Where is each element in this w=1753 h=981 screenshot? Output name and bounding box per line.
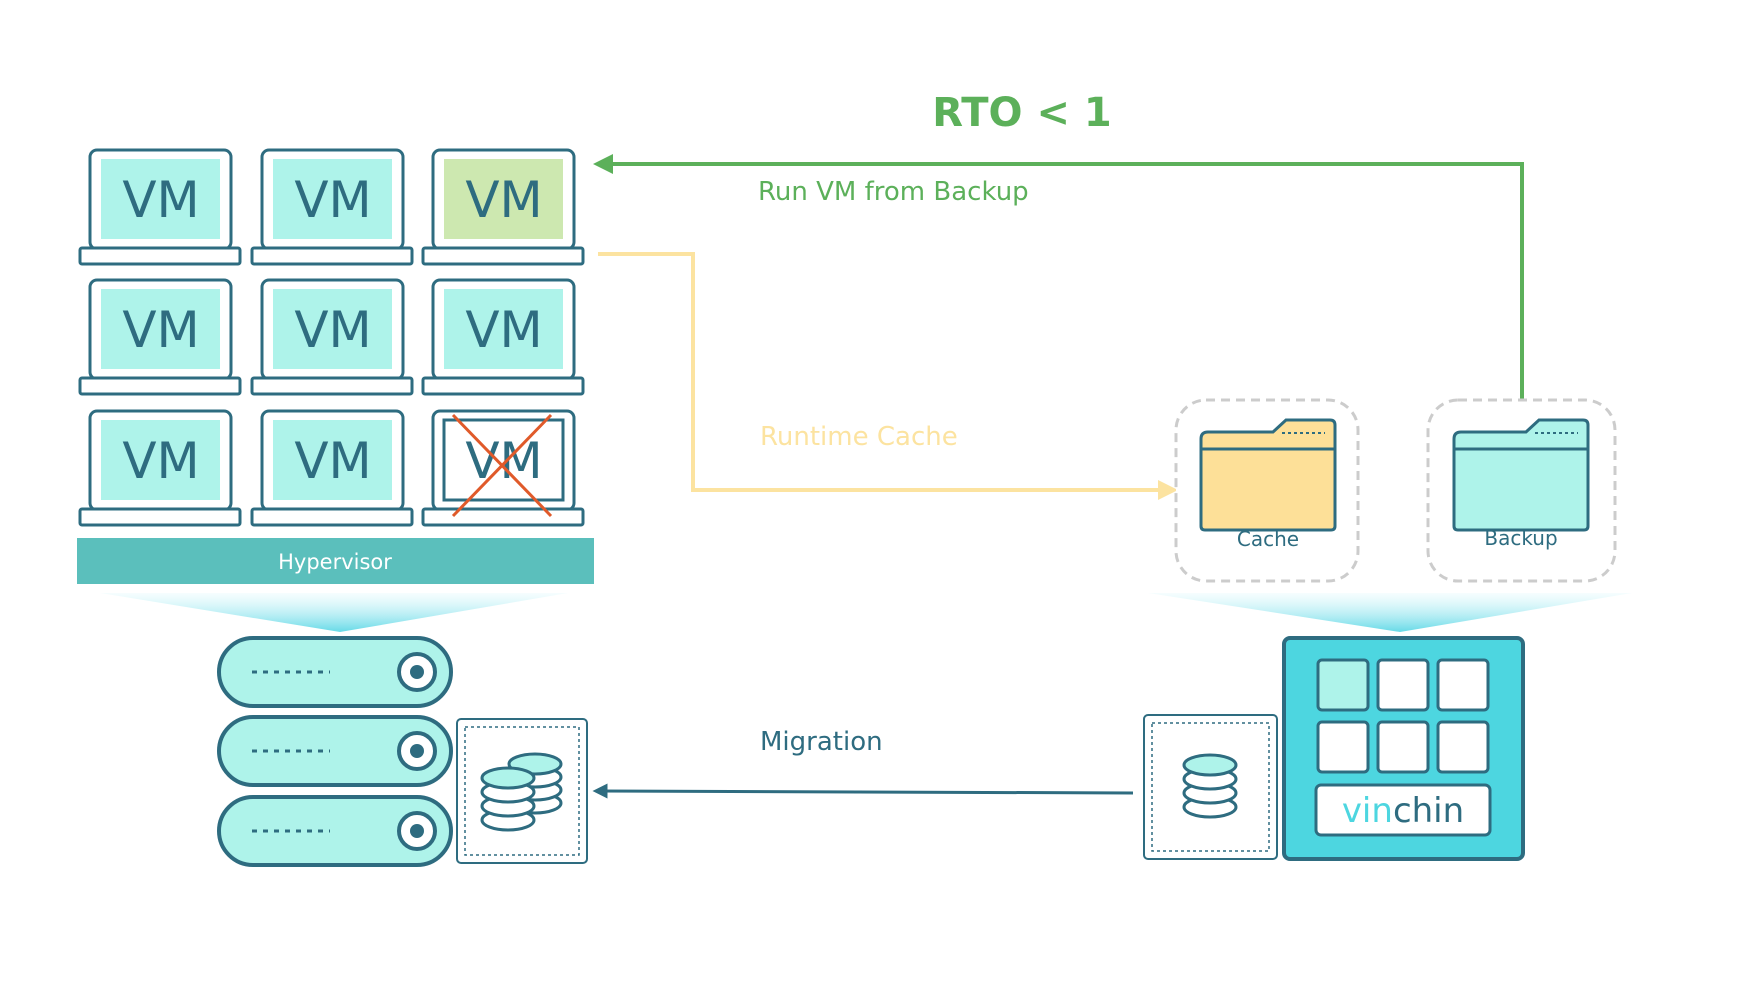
vm-label: VM (294, 432, 371, 490)
left-storage-database-icon (456, 718, 588, 864)
server-icon (217, 715, 453, 787)
right-beam (1148, 593, 1632, 632)
server-icon (217, 795, 453, 867)
migration-arrow (592, 783, 1134, 799)
vm-laptop-icon: VM (78, 278, 242, 396)
hypervisor-bar (77, 538, 594, 584)
migration-label: Migration (760, 727, 883, 757)
vinchin-logo-prefix: vin (1342, 791, 1393, 831)
backup-folder-icon: Backup (1426, 398, 1617, 583)
vm-label: VM (465, 301, 542, 359)
vm-label: VM (122, 171, 199, 229)
vm-laptop-icon: VM (250, 278, 414, 396)
runtime-cache-arrow (598, 252, 1178, 500)
vinchin-logo: vinchin (1342, 791, 1464, 831)
vm-label: VM (294, 171, 371, 229)
left-beam (100, 593, 568, 632)
right-storage-database-icon (1143, 714, 1278, 860)
server-stack-icon (217, 636, 453, 867)
vm-laptop-icon: VM (78, 409, 242, 527)
failed-cross-icon (451, 413, 553, 518)
cache-folder-icon: Cache (1174, 398, 1360, 583)
vm-laptop-icon: VM (78, 148, 242, 266)
run-vm-label: Run VM from Backup (758, 177, 1029, 207)
run-vm-arrow (593, 154, 1524, 400)
vinchin-logo-suffix: chin (1393, 791, 1464, 831)
vm-laptop-icon: VM (250, 409, 414, 527)
server-icon (217, 636, 453, 708)
vm-label: VM (122, 301, 199, 359)
vm-laptop-icon: VM (421, 278, 585, 396)
backup-label: Backup (1484, 526, 1557, 550)
hypervisor-label: Hypervisor (278, 550, 392, 574)
vm-label: VM (122, 432, 199, 490)
vm-label: VM (294, 301, 371, 359)
vm-label: VM (465, 171, 542, 229)
vm-laptop-icon: VM (250, 148, 414, 266)
vm-laptop-icon: VM (421, 409, 585, 527)
runtime-cache-label: Runtime Cache (760, 422, 958, 452)
rto-title: RTO < 1 (932, 90, 1112, 136)
vm-grid: VM VM VM VM VM VM VM VM VM (78, 148, 585, 527)
cache-label: Cache (1237, 527, 1299, 551)
vm-laptop-icon: VM (421, 148, 585, 266)
vinchin-appliance-icon: vinchin (1282, 636, 1525, 861)
